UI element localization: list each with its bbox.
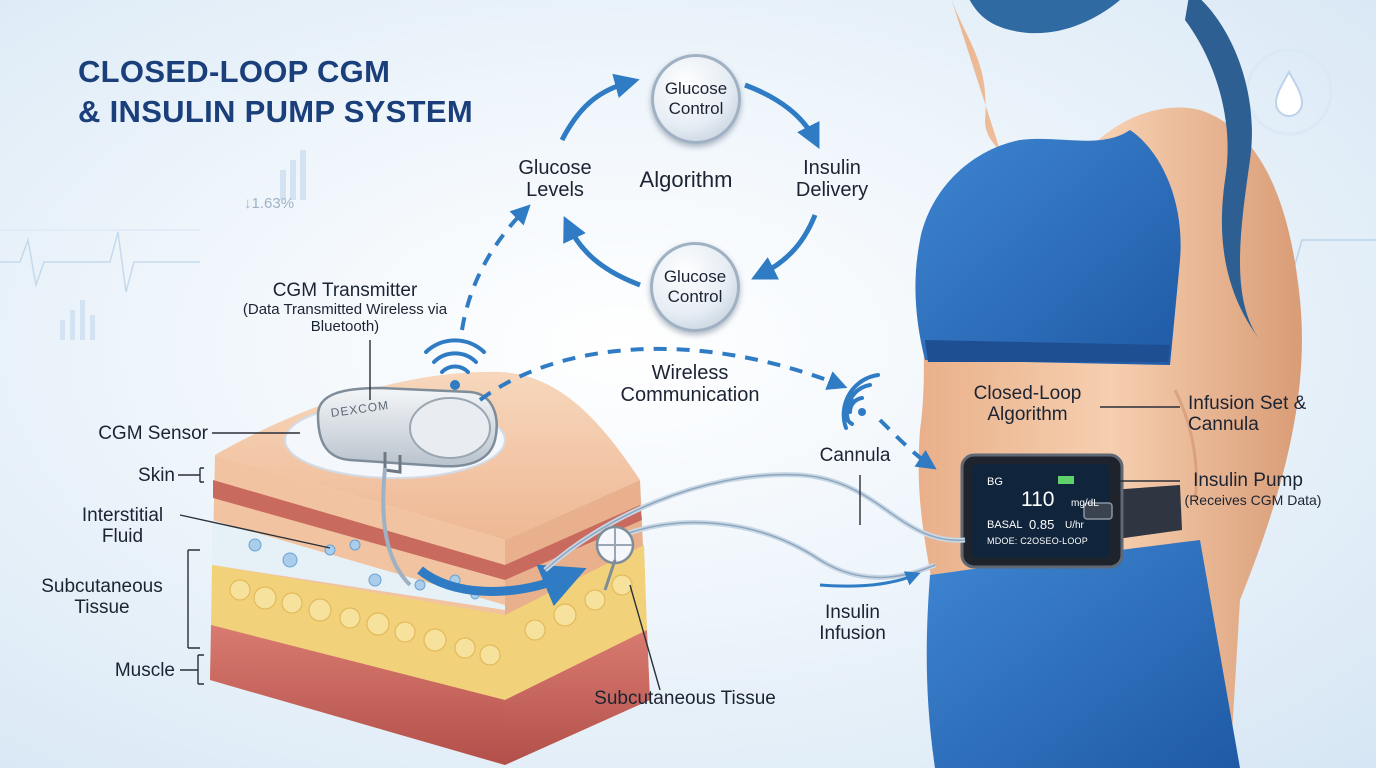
infusion-set-label: Infusion Set & Cannula — [1188, 393, 1307, 436]
patient-figure — [915, 0, 1302, 768]
tissue-cross-section — [210, 371, 650, 765]
insulin-pump-note: (Receives CGM Data) — [1184, 492, 1322, 508]
cgm-sensor-label: CGM Sensor — [98, 423, 208, 444]
glucose-control-node-bottom: Glucose Control — [650, 242, 740, 332]
cgm-transmitter-note: (Data Transmitted Wireless via Bluetooth… — [242, 301, 448, 335]
background-ecg-left — [0, 229, 200, 293]
glucose-control-node-top: Glucose Control — [651, 54, 741, 144]
cgm-device — [284, 386, 506, 479]
cannula-label: Cannula — [819, 445, 891, 466]
wireless-communication-label: Wireless Communication — [620, 362, 760, 407]
title-line-1: CLOSED-LOOP CGM — [78, 54, 391, 89]
subcutaneous-tissue-bottom-label: Subcutaneous Tissue — [594, 688, 776, 709]
wifi-icon-pump — [841, 373, 880, 430]
basal-value: 0.85 — [1029, 517, 1055, 532]
basal-label: BASAL — [987, 519, 1023, 531]
cannula-tubing — [381, 467, 966, 591]
bg-unit: mg/dL — [1071, 498, 1099, 509]
basal-unit: U/hr — [1065, 520, 1084, 531]
title-line-2: & INSULIN PUMP SYSTEM — [78, 94, 473, 130]
skin-label: Skin — [138, 465, 175, 486]
background-readout: ↓1.63% — [244, 195, 295, 212]
bg-label: BG — [987, 476, 1003, 488]
insulin-infusion-label: Insulin Infusion — [819, 602, 886, 645]
glucose-levels-label: Glucose Levels — [518, 157, 592, 202]
background-bars — [60, 150, 306, 340]
insulin-pump-device — [960, 453, 1182, 569]
leader-lines — [178, 340, 1180, 691]
diagram-title: CLOSED-LOOP CGM & INSULIN PUMP SYSTEM — [78, 52, 473, 133]
insulin-infusion-arrow — [819, 571, 921, 588]
bg-value: 110 — [1021, 488, 1055, 511]
glucose-control-node-bottom-label: Glucose Control — [663, 267, 727, 306]
insulin-pump-label: Insulin Pump — [1193, 470, 1303, 491]
wifi-icon-transmitter — [424, 338, 486, 390]
closed-loop-algorithm-label: Closed-Loop Algorithm — [973, 383, 1082, 426]
pump-screen: BG 110 mg/dL BASAL 0.85 U/hr MDOE: C2OSE… — [973, 462, 1119, 562]
glucose-control-node-top-label: Glucose Control — [664, 79, 728, 118]
subcutaneous-tissue-left-label: Subcutaneous Tissue — [41, 576, 163, 619]
algorithm-cycle-arrows — [559, 73, 820, 288]
muscle-label: Muscle — [114, 660, 175, 681]
cycle-center-label: Algorithm — [639, 167, 733, 192]
interstitial-fluid-label: Interstitial Fluid — [81, 505, 164, 548]
mode-readout: MDOE: C2OSEO-LOOP — [987, 536, 1088, 546]
drop-icon — [1245, 48, 1333, 136]
insulin-delivery-label: Insulin Delivery — [795, 157, 869, 202]
cgm-transmitter-label: CGM Transmitter — [272, 280, 418, 301]
wireless-dashed-arrows — [460, 204, 937, 470]
